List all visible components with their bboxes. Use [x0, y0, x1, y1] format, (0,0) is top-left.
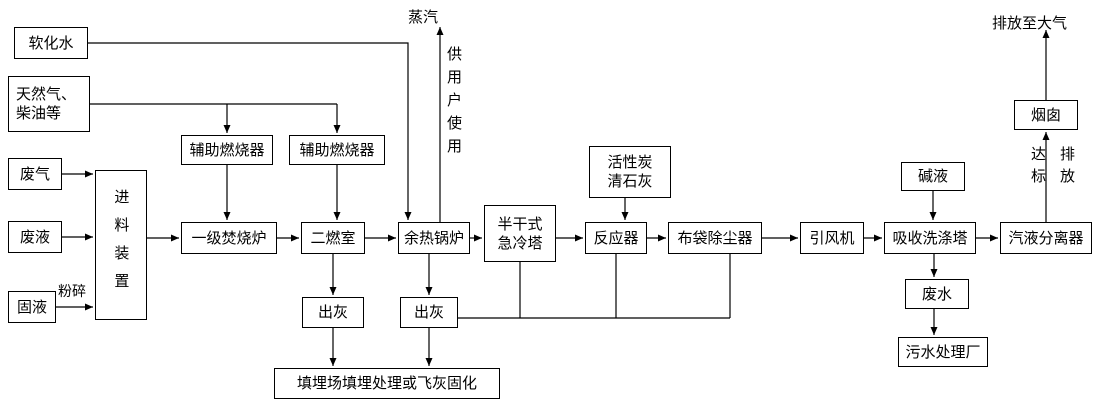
node-chimney: 烟囱	[1014, 100, 1078, 130]
node-label: 废水	[921, 284, 952, 303]
node-aux-burner-left: 辅助燃烧器	[181, 135, 273, 165]
node-secondary-combustion-chamber: 二燃室	[301, 222, 365, 254]
node-quench-tower: 半干式 急冷塔	[484, 205, 556, 262]
node-sewage-treatment-plant: 污水处理厂	[898, 337, 988, 367]
node-primary-incinerator: 一级焚烧炉	[181, 222, 277, 254]
node-label: 天然气、 柴油等	[16, 85, 77, 122]
node-reactor: 反应器	[585, 222, 647, 254]
label-crush: 粉碎	[58, 284, 86, 300]
node-label: 碱液	[917, 167, 948, 186]
node-label: 污水处理厂	[905, 342, 981, 361]
node-label: 固液	[16, 297, 47, 316]
node-alkali-liquor: 碱液	[901, 162, 965, 191]
node-label: 汽液分离器	[1008, 228, 1084, 247]
label-standard-col2: 排放	[1058, 146, 1076, 190]
node-label: 填埋场填埋处理或飞灰固化	[296, 374, 477, 393]
node-activated-carbon-lime: 活性炭 清石灰	[589, 146, 671, 198]
node-label: 出灰	[413, 303, 444, 322]
node-solid-liquid: 固液	[8, 291, 56, 323]
node-label: 软化水	[28, 33, 74, 52]
node-label: 吸收洗涤塔	[892, 228, 968, 247]
node-label: 布袋除尘器	[677, 228, 753, 247]
node-ash-discharge-right: 出灰	[400, 297, 458, 328]
node-natural-gas: 天然气、 柴油等	[8, 76, 90, 132]
node-absorption-scrubber: 吸收洗涤塔	[884, 222, 976, 254]
node-landfill: 填埋场填埋处理或飞灰固化	[274, 368, 500, 399]
node-label: 烟囱	[1030, 105, 1061, 124]
node-ash-discharge-left: 出灰	[302, 297, 364, 328]
label-steam-for-users: 供用户使用	[445, 46, 463, 161]
node-label: 出灰	[317, 303, 348, 322]
label-standard-discharge: 达标 排放	[1028, 146, 1078, 190]
node-vapor-liquid-separator: 汽液分离器	[1000, 222, 1092, 254]
node-label: 反应器	[593, 228, 639, 247]
node-waste-gas: 废气	[8, 158, 62, 190]
node-label: 二燃室	[310, 228, 356, 247]
node-feeding-device: 进料装置	[95, 170, 147, 320]
node-label: 余热锅炉	[403, 228, 464, 247]
node-waste-heat-boiler: 余热锅炉	[398, 222, 470, 254]
node-label: 废液	[19, 227, 50, 246]
node-label: 一级焚烧炉	[191, 228, 267, 247]
connector-softwater-boiler	[88, 42, 412, 220]
label-steam: 蒸汽	[408, 8, 439, 26]
node-label: 辅助燃烧器	[189, 140, 265, 159]
node-bag-filter: 布袋除尘器	[668, 222, 762, 254]
node-waste-liquid: 废液	[8, 221, 62, 253]
node-label: 引风机	[809, 228, 855, 247]
node-label: 半干式 急冷塔	[497, 214, 543, 252]
label-discharge-to-atmosphere: 排放至大气	[992, 14, 1068, 32]
node-label: 进料装置	[112, 189, 131, 301]
node-label: 辅助燃烧器	[299, 140, 375, 159]
node-aux-burner-right: 辅助燃烧器	[289, 135, 385, 165]
label-standard-col1: 达标	[1029, 146, 1047, 190]
node-label: 活性炭 清石灰	[607, 153, 653, 190]
node-induced-draft-fan: 引风机	[800, 222, 864, 254]
node-waste-water: 废水	[905, 279, 969, 309]
node-soft-water: 软化水	[14, 27, 88, 59]
node-label: 废气	[19, 164, 50, 183]
